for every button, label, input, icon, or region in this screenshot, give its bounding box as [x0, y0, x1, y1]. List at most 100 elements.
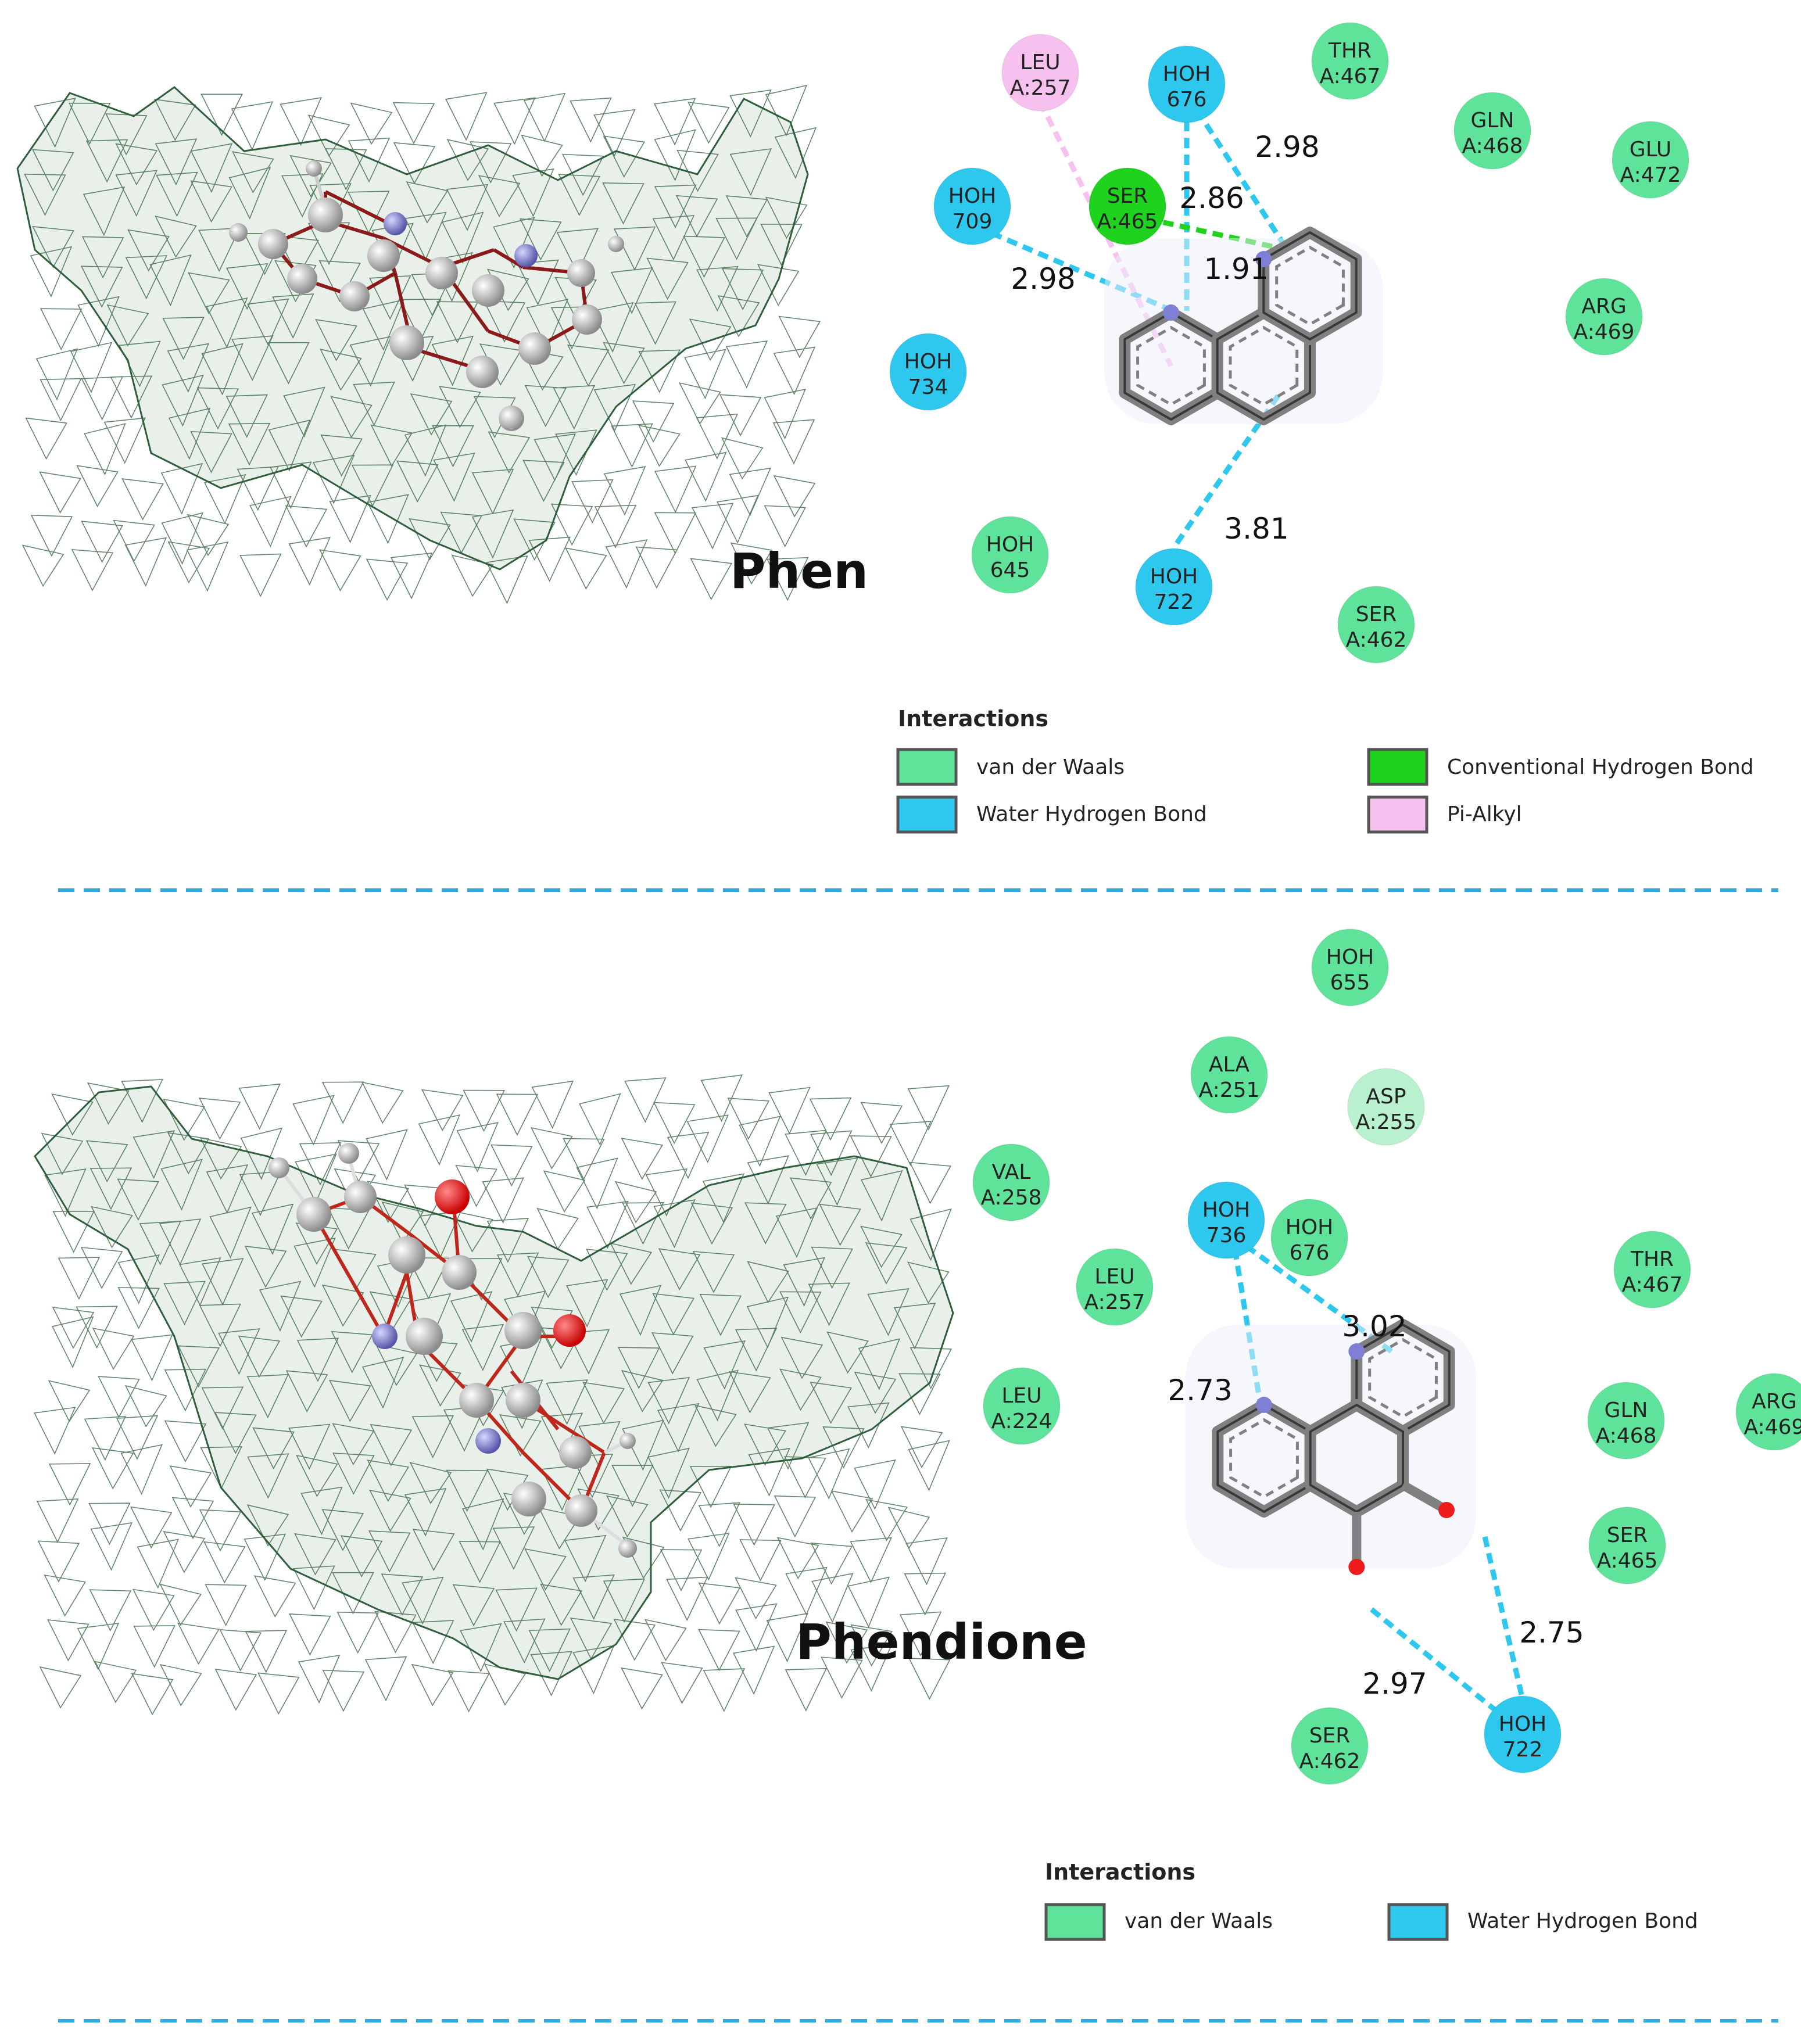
mesh-cell — [732, 1645, 775, 1695]
mesh-cell — [579, 1093, 621, 1146]
residue-name: ARG — [1581, 295, 1627, 318]
residue-id: A:465 — [1597, 1549, 1658, 1573]
nitrogen-atom — [1348, 1343, 1365, 1360]
mesh-cell — [283, 386, 325, 438]
mesh-cell — [259, 1281, 302, 1332]
mesh-cell — [238, 1083, 281, 1130]
residue-id: A:468 — [1462, 134, 1523, 158]
mesh-cell — [228, 167, 271, 220]
mesh-cell — [353, 381, 395, 426]
mesh-cell — [433, 453, 475, 502]
mesh-cell — [203, 474, 246, 525]
aromatic-bond — [1229, 1418, 1299, 1499]
mesh-cell — [164, 1368, 207, 1412]
mesh-cell — [564, 1534, 607, 1583]
mesh-cell — [40, 378, 82, 422]
mesh-cell — [177, 1622, 220, 1665]
mesh-cell — [115, 170, 158, 217]
interaction-diagram-phen: 2.98 2.86 1.91 2.98 3.81 LEUA:257HOH676T… — [889, 22, 1689, 664]
mesh-cell — [690, 1202, 733, 1245]
mesh-cell — [412, 1529, 455, 1572]
mesh-cell — [34, 98, 76, 148]
compound-label: Phendione — [796, 1613, 1087, 1670]
mesh-cell — [452, 1584, 495, 1627]
residue-name: THR — [1328, 39, 1372, 63]
residue-disc — [1565, 278, 1643, 356]
mesh-cell — [76, 1306, 118, 1349]
mesh-cell — [340, 1535, 383, 1577]
mesh-cell — [244, 1533, 287, 1582]
mesh-cell — [810, 1382, 852, 1424]
mesh-cell — [773, 346, 816, 395]
mesh-cell — [774, 1495, 817, 1538]
mesh-cell — [30, 246, 73, 298]
residue-name: GLN — [1605, 1398, 1648, 1422]
mesh-cell — [621, 1667, 663, 1710]
mesh-cell — [350, 102, 393, 145]
mesh-cell — [909, 1161, 951, 1204]
mesh-cell — [160, 462, 203, 515]
mesh-cell — [528, 1628, 571, 1673]
mesh-cell — [469, 141, 512, 184]
mesh-cell — [441, 211, 484, 264]
mesh-cell — [163, 1281, 206, 1326]
mesh-cell — [206, 1164, 249, 1214]
mesh-cell — [36, 1498, 79, 1543]
mesh-cell — [735, 1577, 777, 1620]
mesh-cell — [540, 1412, 583, 1459]
mesh-cell — [390, 552, 433, 600]
atom-c — [499, 406, 524, 431]
mesh-cell — [860, 1225, 903, 1268]
atom-c — [296, 1197, 331, 1232]
mesh-cell — [647, 1447, 690, 1499]
mesh-cell — [593, 383, 636, 432]
water-hbond-line — [1370, 1607, 1498, 1713]
mesh-cell — [159, 1583, 202, 1626]
mesh-cell — [638, 349, 681, 393]
mesh-cell — [369, 1291, 412, 1334]
residue-name: SER — [1356, 603, 1397, 626]
mesh-cell — [35, 348, 78, 401]
mesh-cell — [530, 1127, 573, 1170]
mesh-cell — [517, 259, 559, 306]
mesh-cell — [407, 1257, 450, 1300]
mesh-cell — [582, 1382, 625, 1424]
mesh-cell — [621, 1138, 664, 1180]
atom-c — [618, 1539, 637, 1558]
mesh-cell — [94, 1661, 137, 1704]
mesh-cell — [483, 300, 526, 343]
atom-n — [514, 244, 538, 267]
mesh-cell — [431, 335, 474, 386]
mesh-cell — [764, 389, 806, 440]
mesh-cell — [171, 1497, 214, 1540]
mesh-cell — [239, 553, 282, 597]
mesh-cell — [419, 1210, 462, 1258]
mesh-cell — [110, 375, 153, 419]
mesh-cell — [486, 1218, 529, 1263]
atom-c — [511, 1482, 546, 1516]
legend-swatch-vdw — [1044, 1903, 1106, 1941]
mesh-cell — [103, 417, 146, 464]
mesh-cell — [463, 1089, 505, 1132]
mesh-cell — [48, 1463, 91, 1506]
mesh-cell — [571, 479, 614, 523]
mesh-cell — [367, 1181, 410, 1224]
mesh-cell — [117, 1178, 160, 1221]
mesh-cell — [91, 1206, 133, 1249]
legend-phen: Interactions van der Waals Conventional … — [896, 706, 1754, 834]
mesh-cell — [653, 1199, 696, 1249]
atom-c — [466, 356, 499, 388]
mesh-cell — [370, 424, 413, 467]
mesh-cell — [299, 1142, 342, 1186]
residue-id: 676 — [1290, 1241, 1330, 1265]
mesh-cell — [214, 1668, 257, 1711]
mesh-cell — [159, 1218, 202, 1265]
mesh-cell — [68, 102, 111, 145]
mesh-cell — [119, 340, 161, 388]
